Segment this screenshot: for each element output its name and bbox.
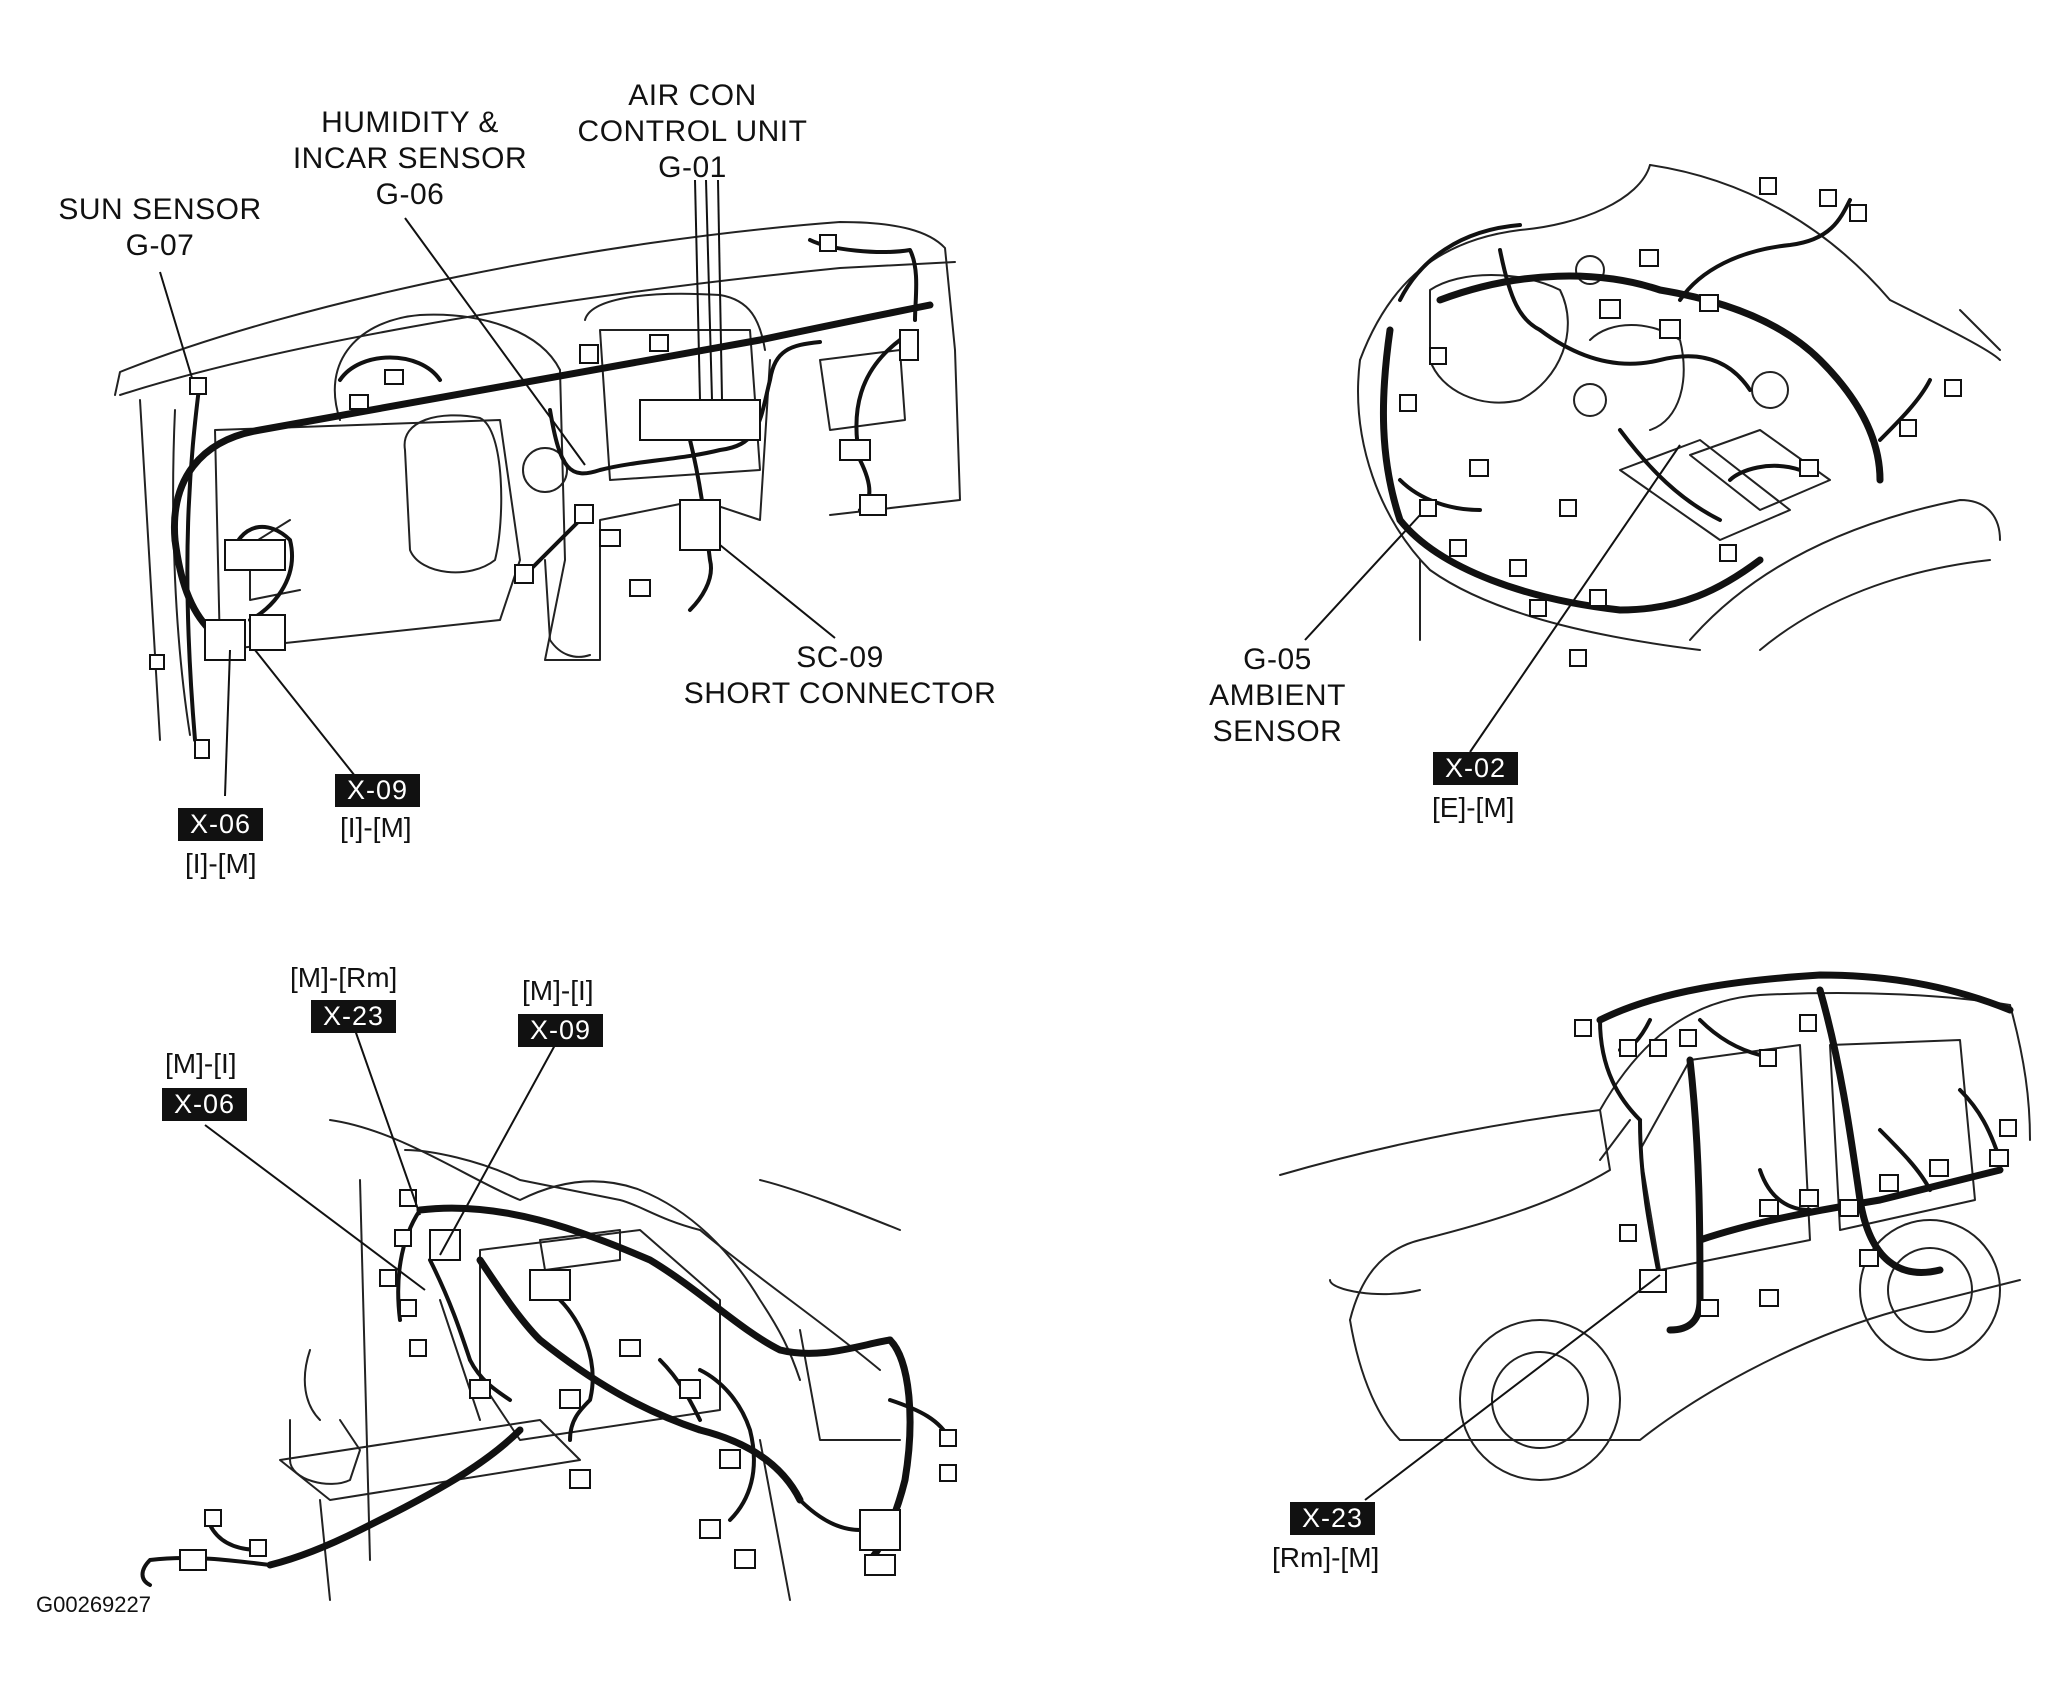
figure-code: G00269227 xyxy=(36,1592,151,1617)
engine-bay-illustration xyxy=(1357,164,2001,667)
leader-lines-top-right xyxy=(1304,444,1681,753)
leader-lines-bottom-right xyxy=(1364,1274,1661,1501)
interior-illustration xyxy=(140,1119,957,1601)
connector-sub-x02: [E]-[M] xyxy=(1432,792,1515,823)
air-con-unit-label: AIR CON CONTROL UNIT G-01 xyxy=(577,79,808,184)
humidity-sensor-label: HUMIDITY & INCAR SENSOR G-06 xyxy=(292,106,528,211)
leader-lines-bottom-left xyxy=(204,1029,556,1291)
leader-lines-top-left xyxy=(159,179,836,797)
connector-tag-x23-interior: X-23 xyxy=(311,1000,397,1033)
ambient-sensor-label: G-05 AMBIENT SENSOR xyxy=(1209,643,1346,748)
connector-sub-x23-interior: [M]-[Rm] xyxy=(290,962,398,993)
vehicle-illustration xyxy=(1279,971,2031,1481)
connector-sub-x06: [I]-[M] xyxy=(185,848,257,879)
connector-sub-x23-vehicle: [Rm]-[M] xyxy=(1272,1542,1380,1573)
connector-tag-x09-interior: X-09 xyxy=(518,1014,604,1047)
connector-tag-x23-vehicle: X-23 xyxy=(1290,1502,1376,1535)
short-connector-label: SC-09 SHORT CONNECTOR xyxy=(683,641,997,710)
connector-tag-x02: X-02 xyxy=(1433,752,1519,785)
sun-sensor-label: SUN SENSOR G-07 xyxy=(58,193,262,262)
connector-sub-x06-interior: [M]-[I] xyxy=(165,1048,237,1079)
connector-sub-x09-interior: [M]-[I] xyxy=(522,975,594,1006)
connector-tag-x06-interior: X-06 xyxy=(162,1088,248,1121)
connector-tag-x09: X-09 xyxy=(335,774,421,807)
dashboard-illustration xyxy=(114,221,961,759)
connector-sub-x09: [I]-[M] xyxy=(340,812,412,843)
connector-tag-x06: X-06 xyxy=(178,808,264,841)
